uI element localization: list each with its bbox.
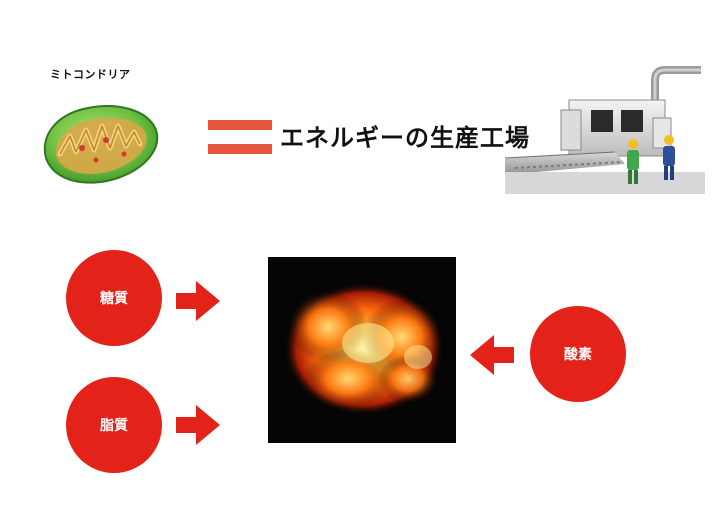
factory-icon (505, 66, 705, 194)
mitochondria-label: ミトコンドリア (50, 66, 131, 82)
arrow-left-icon (470, 335, 514, 375)
oxygen-label: 酸素 (564, 344, 592, 364)
arrow-right-icon (176, 281, 220, 321)
fat-label: 脂質 (100, 415, 128, 435)
energy-factory-text: エネルギーの生産工場 (280, 118, 530, 153)
fire-explosion-icon (268, 257, 456, 443)
arrow-right-icon (176, 405, 220, 445)
equals-icon (208, 118, 272, 154)
sugar-circle: 糖質 (66, 250, 162, 346)
oxygen-circle: 酸素 (530, 306, 626, 402)
mitochondria-icon (36, 96, 162, 194)
fat-circle: 脂質 (66, 377, 162, 473)
sugar-label: 糖質 (100, 288, 128, 308)
